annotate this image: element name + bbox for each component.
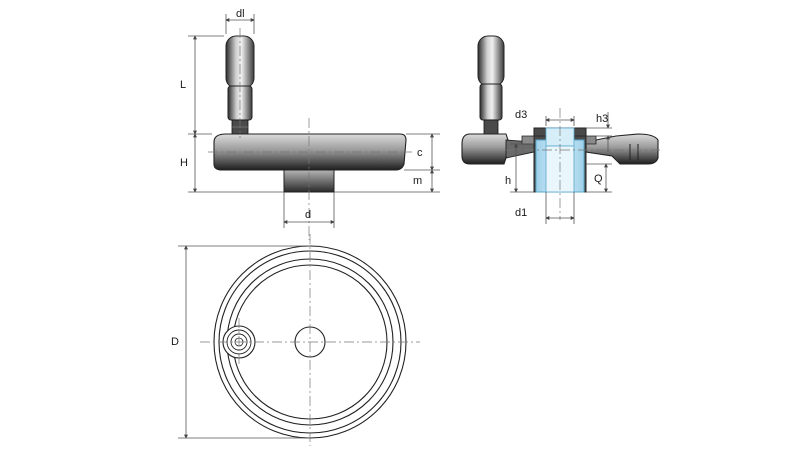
section-view: d3 h3 h Q d1 bbox=[461, 35, 662, 224]
label-h: h bbox=[505, 175, 511, 187]
label-dl: dl bbox=[236, 8, 245, 20]
top-view: D bbox=[171, 234, 420, 446]
label-L: L bbox=[180, 79, 186, 91]
section-rim-right bbox=[585, 133, 659, 165]
side-view: dl L H c m d bbox=[180, 8, 440, 240]
label-D: D bbox=[171, 336, 179, 348]
label-d1: d1 bbox=[515, 207, 527, 219]
side-rim bbox=[213, 133, 407, 171]
label-Q: Q bbox=[594, 173, 603, 185]
section-rim-left bbox=[461, 133, 511, 165]
section-handle bbox=[477, 35, 505, 135]
label-h3: h3 bbox=[596, 113, 608, 125]
label-m: m bbox=[413, 175, 422, 187]
label-H: H bbox=[180, 157, 188, 169]
label-c: c bbox=[417, 147, 423, 159]
label-d3: d3 bbox=[515, 109, 527, 121]
label-d: d bbox=[305, 209, 311, 221]
